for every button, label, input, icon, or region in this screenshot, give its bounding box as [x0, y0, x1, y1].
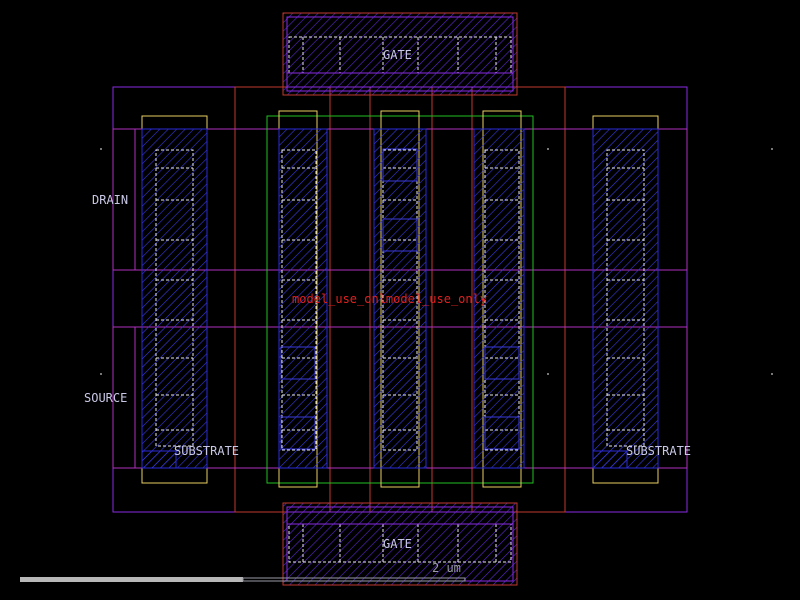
scale-bar-track: [242, 577, 466, 582]
contact-via-stack: [484, 149, 520, 451]
gate-contact-row: [288, 523, 512, 563]
gate-contact-row: [288, 36, 512, 74]
source-label: SOURCE: [84, 391, 127, 405]
via-block: [484, 346, 520, 380]
substrate-contact-right: [592, 115, 659, 484]
gate-pad-frame: [282, 502, 518, 586]
gate-label-bottom: GATE: [383, 537, 412, 551]
gate-pad-rail: [286, 72, 514, 88]
scale-bar-fill: [20, 577, 243, 582]
metal-strip: [592, 128, 659, 469]
gate-pad-frame: [282, 12, 518, 96]
gate-label-top: GATE: [383, 48, 412, 62]
via-block: [280, 346, 316, 380]
substrate-label-right: SUBSTRATE: [626, 444, 691, 458]
gate-pad-top: [282, 12, 518, 96]
contact-via-stack: [382, 149, 418, 451]
substrate-tab: [592, 450, 628, 469]
via-block: [382, 218, 418, 252]
gate-pad-inner: [286, 16, 514, 92]
via-block: [280, 416, 316, 450]
gate-pad-rail: [286, 511, 514, 525]
via-block: [382, 148, 418, 182]
nwell-region: [266, 115, 534, 484]
diffusion-strip-1: [278, 110, 328, 488]
gate-pad-bottom: [282, 502, 518, 586]
contact-via-stack: [155, 149, 194, 447]
metal-strip: [278, 128, 328, 469]
diffusion-strip-3: [473, 110, 525, 488]
scale-bar-label: 2 um: [432, 561, 461, 575]
contact-via-stack: [281, 149, 317, 451]
substrate-label-left: SUBSTRATE: [174, 444, 239, 458]
contact-via-stack: [606, 149, 645, 447]
metal-strip: [473, 128, 525, 469]
substrate-tab: [141, 450, 177, 469]
metal-strip: [141, 128, 208, 469]
via-block: [484, 416, 520, 450]
diffusion-strip-2: [373, 110, 427, 488]
substrate-contact-left: [141, 115, 208, 484]
scale-bar: 2 um: [20, 561, 466, 582]
model-use-label: model_use_onlmodel_use_only: [292, 292, 487, 306]
grid-dots: [100, 148, 773, 375]
drain-label: DRAIN: [92, 193, 128, 207]
